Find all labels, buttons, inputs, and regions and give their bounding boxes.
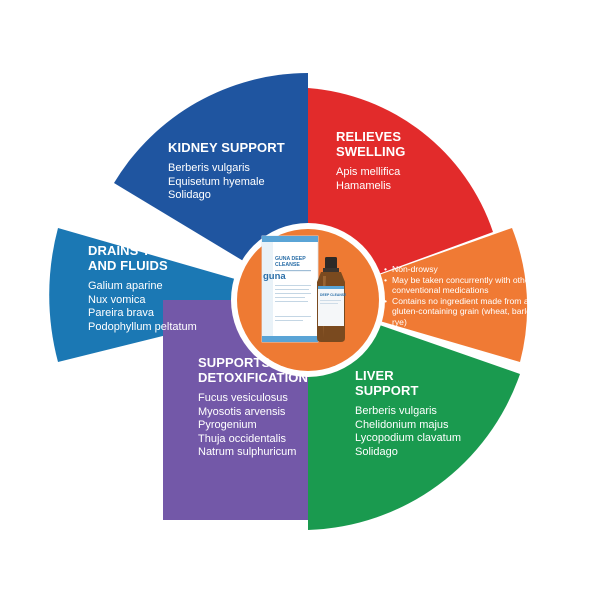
kidney-support-title: KIDNEY SUPPORT — [168, 140, 285, 155]
benefits-panel: Non-drowsy May be taken concurrently wit… — [384, 264, 554, 328]
title-line: LIVER — [355, 368, 394, 383]
relieves-swelling-title: RELIEVES SWELLING — [336, 129, 434, 159]
supports-detoxification-title: SUPPORTS DETOXIFICATION — [198, 355, 310, 385]
title-line: DRAINS TOXINS — [88, 243, 191, 258]
relieves-swelling-panel: RELIEVES SWELLING Apis mellifica Hamamel… — [336, 129, 434, 193]
product-box: guna GUNA DEEP CLEANSE — [261, 235, 319, 343]
liver-support-panel: LIVER SUPPORT Berberis vulgaris Chelidon… — [355, 368, 465, 459]
drains-toxins-panel: DRAINS TOXINS AND FLUIDS Galium aparine … — [88, 243, 218, 334]
list-item: Berberis vulgaris — [168, 162, 250, 174]
list-item: Galium aparine — [88, 280, 163, 292]
benefits-list: Non-drowsy May be taken concurrently wit… — [384, 264, 554, 328]
list-item: Podophyllum peltatum — [88, 320, 197, 333]
title-line: SUPPORTS — [198, 355, 271, 370]
list-item: Chelidonium majus — [355, 418, 449, 431]
title-line: AND FLUIDS — [88, 258, 168, 273]
list-item: Nux vomica — [88, 293, 146, 306]
list-item: Solidago — [355, 445, 398, 458]
title-line: SWELLING — [336, 144, 406, 159]
product-bottle: DEEP CLEANSE — [317, 257, 347, 342]
list-item: Solidago — [168, 189, 211, 201]
kidney-support-panel: KIDNEY SUPPORT Berberis vulgaris Equiset… — [168, 140, 308, 203]
liver-support-list: Berberis vulgaris Chelidonium majus Lyco… — [355, 405, 465, 459]
list-item: Pareira brava — [88, 307, 155, 319]
relieves-swelling-list: Apis mellifica Hamamelis — [336, 166, 434, 193]
product-name-line2: CLEANSE — [275, 262, 300, 268]
petal-liver-support — [308, 300, 520, 530]
supports-detoxification-panel: SUPPORTS DETOXIFICATION Fucus vesiculosu… — [198, 355, 310, 460]
liver-support-title: LIVER SUPPORT — [355, 368, 465, 398]
list-item: Natrum sulphuricum — [198, 446, 297, 458]
list-item: Myosotis arvensis — [198, 405, 286, 418]
title-line: DETOXIFICATION — [198, 370, 308, 385]
product-name-line1: GUNA DEEP — [275, 256, 306, 262]
title-line: RELIEVES — [336, 129, 402, 144]
list-item: Berberis vulgaris — [355, 405, 437, 417]
list-item: Lycopodium clavatum — [355, 432, 461, 444]
title-line: SUPPORT — [355, 383, 419, 398]
benefit-item: Non-drowsy — [384, 264, 554, 275]
benefit-item: May be taken concurrently with other con… — [384, 275, 554, 296]
benefit-item: Contains no ingredient made from a glute… — [384, 296, 554, 328]
petal-drains-toxins — [49, 228, 308, 362]
list-item: Thuja occidentalis — [198, 432, 287, 445]
list-item: Equisetum hyemale — [168, 175, 265, 188]
list-item: Apis mellifica — [336, 166, 401, 178]
drains-toxins-list: Galium aparine Nux vomica Pareira brava … — [88, 280, 218, 334]
list-item: Pyrogenium — [198, 419, 257, 431]
kidney-support-list: Berberis vulgaris Equisetum hyemale Soli… — [168, 162, 308, 203]
supports-detoxification-list: Fucus vesiculosus Myosotis arvensis Pyro… — [198, 392, 310, 460]
list-item: Fucus vesiculosus — [198, 392, 288, 404]
list-item: Hamamelis — [336, 179, 392, 192]
bottle-label: DEEP CLEANSE — [320, 293, 347, 297]
drains-toxins-title: DRAINS TOXINS AND FLUIDS — [88, 243, 218, 273]
product-brand: guna — [263, 271, 286, 282]
